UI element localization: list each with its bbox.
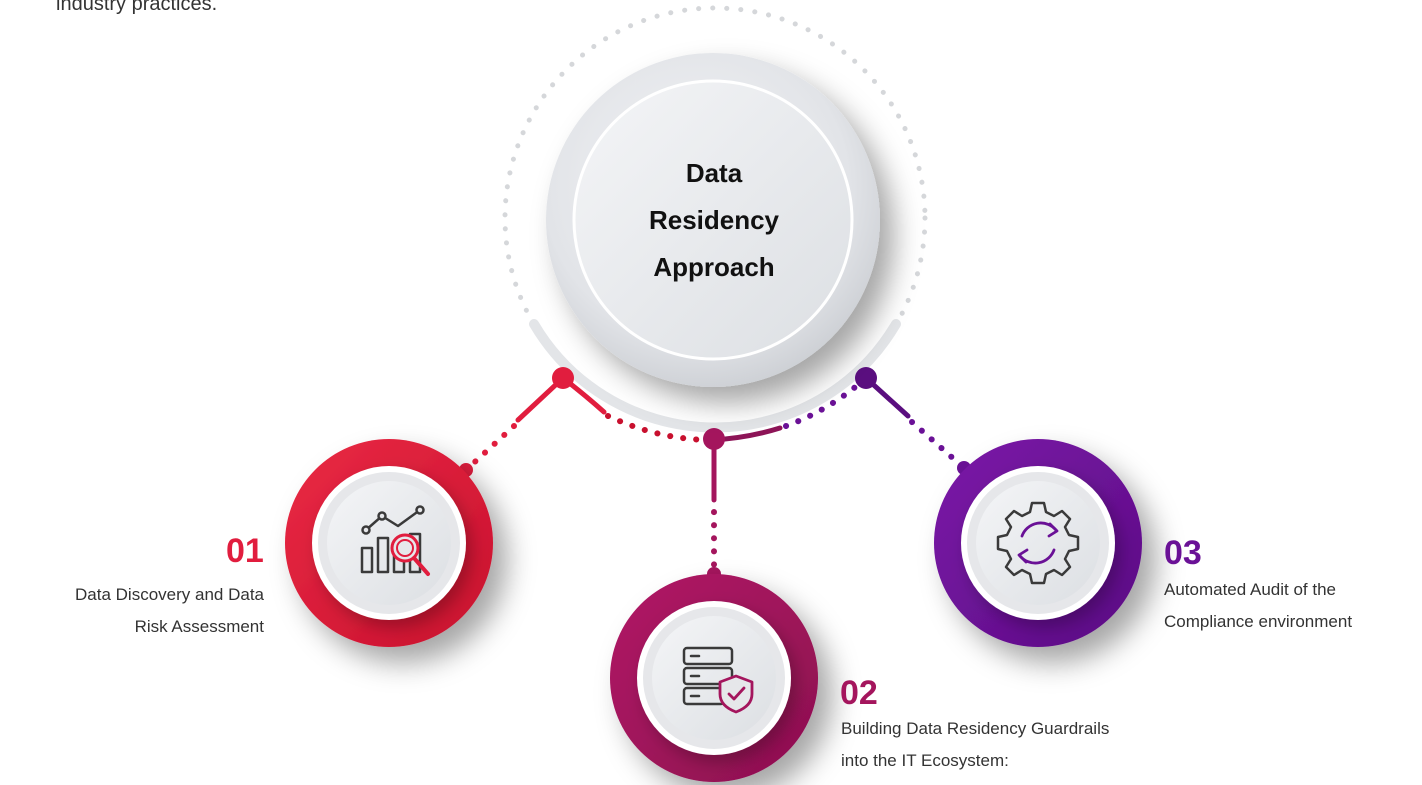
lower-arc bbox=[529, 319, 901, 433]
node-dot-middle bbox=[703, 428, 725, 450]
connector-red-dotted-down bbox=[463, 423, 517, 473]
connector-purple-dotted-arc bbox=[783, 375, 869, 429]
node-dot-left bbox=[552, 367, 574, 389]
gear-refresh-icon bbox=[996, 501, 1080, 585]
center-title: Data Residency Approach bbox=[596, 150, 832, 291]
step-03-label: Automated Audit of the Compliance enviro… bbox=[1164, 574, 1422, 638]
center-title-line: Residency bbox=[648, 205, 780, 235]
data-analytics-search-icon bbox=[360, 505, 430, 576]
step-01-number: 01 bbox=[226, 532, 264, 570]
step-01-label-line: Risk Assessment bbox=[134, 617, 264, 636]
step-03-label-line: Automated Audit of the bbox=[1164, 580, 1337, 599]
connector-purple-dotted-down bbox=[909, 419, 967, 471]
step-02-number: 02 bbox=[840, 674, 878, 712]
connector-red-dotted-arc bbox=[605, 413, 715, 443]
step-02-label: Building Data Residency Guardrails into … bbox=[841, 686, 1221, 777]
dotted-ring bbox=[502, 5, 928, 431]
center-title-line: Approach bbox=[653, 252, 775, 282]
intro-text: industry practices. bbox=[56, 0, 218, 15]
server-shield-icon bbox=[682, 646, 754, 714]
step-01-label-line: Data Discovery and Data bbox=[75, 585, 264, 604]
step-03-number: 03 bbox=[1164, 534, 1202, 572]
center-inner-disc bbox=[572, 79, 854, 361]
center-title-line: Data bbox=[685, 158, 743, 188]
step-03-label-line: Compliance environment bbox=[1164, 612, 1353, 631]
step-02-label-line: Building Data Residency Guardrails bbox=[841, 719, 1110, 738]
step-02-label-line: into the IT Ecosystem: bbox=[841, 751, 1009, 770]
step-01-label: Data Discovery and Data Risk Assessment bbox=[8, 579, 264, 643]
node-dot-right bbox=[855, 367, 877, 389]
